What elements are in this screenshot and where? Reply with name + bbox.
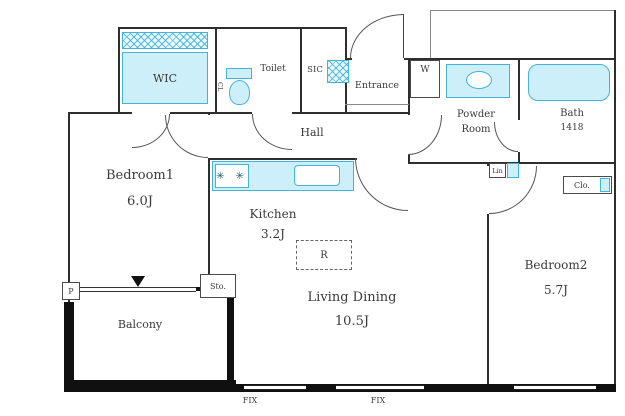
storage-box: [200, 274, 236, 298]
wall: [518, 58, 520, 120]
bedroom1-door-arc: [165, 115, 208, 158]
bedroom1-label: Bedroom1: [105, 167, 175, 183]
powder-room-label-line2: Room: [461, 123, 491, 135]
wic-label: WIC: [152, 71, 178, 85]
fix-window: [244, 385, 306, 390]
wall: [300, 27, 302, 114]
sic-label: SIC: [307, 65, 323, 75]
powder-room-door-arc: [408, 115, 442, 155]
balcony-wall: [64, 380, 236, 392]
toilet-tank: [226, 68, 252, 79]
pipe-space-box: [62, 282, 80, 300]
hall-label: Hall: [300, 125, 324, 139]
wic-area: [122, 52, 208, 104]
fix-window-label-right: FIX: [370, 395, 386, 405]
window: [514, 385, 596, 390]
porch-line: [430, 10, 616, 11]
wall: [292, 112, 410, 114]
wall: [68, 112, 132, 114]
refrigerator-label: R: [320, 249, 328, 261]
toilet-door-arc: [252, 114, 292, 150]
linen-label: Lin: [492, 166, 503, 175]
wall: [518, 152, 520, 164]
fix-window: [336, 385, 424, 390]
wall: [208, 112, 210, 115]
toilet-bowl: [229, 80, 250, 105]
entrance-door-arc: [350, 14, 404, 58]
closet-label: Clo.: [574, 180, 590, 190]
wall: [215, 27, 217, 114]
wall: [68, 112, 70, 304]
storage-label: Sto.: [210, 281, 226, 291]
refrigerator-box: [296, 240, 352, 270]
living-dining-label: Living Dining: [307, 289, 397, 305]
bedroom1-size-label: 6.0J: [127, 193, 153, 209]
entrance-door-leaf: [403, 14, 404, 58]
balcony-wall: [64, 302, 74, 392]
bedroom2-label: Bedroom2: [524, 258, 588, 272]
fix-window-label-left: FIX: [242, 395, 258, 405]
wall: [118, 27, 120, 114]
pipe-shaft-box: [507, 163, 519, 178]
wic-shelf: [122, 32, 208, 49]
wall: [118, 27, 347, 29]
vanity-sink: [466, 71, 492, 89]
sic-shelf: [327, 60, 349, 83]
bath-label: Bath: [560, 108, 584, 119]
living-door-arc: [355, 158, 408, 211]
window: [78, 287, 196, 292]
entrance-step-line: [345, 104, 409, 105]
wall: [208, 158, 210, 290]
toilet-cl-label: CL: [216, 82, 224, 92]
pipe-space-label: P: [68, 286, 74, 296]
washer-box: [410, 60, 440, 98]
linen-box: [489, 163, 506, 178]
closet-box: [563, 176, 612, 194]
closet-shelf: [600, 178, 610, 192]
wall: [208, 158, 357, 160]
wall: [227, 288, 234, 392]
washer-label: W: [420, 65, 430, 75]
kitchen-sink: [294, 165, 340, 186]
wall: [487, 214, 489, 392]
porch-line: [430, 10, 431, 58]
kitchen-size-label: 3.2J: [261, 227, 285, 241]
wall: [408, 155, 410, 164]
toilet-label: Toilet: [260, 63, 286, 74]
balcony-access-marker: [131, 276, 145, 287]
stove-burners-icon: ✳ ✳: [216, 170, 248, 182]
living-dining-size-label: 10.5J: [334, 313, 370, 329]
bath-size-label: 1418: [560, 122, 584, 133]
balcony-label: Balcony: [117, 317, 163, 331]
wall: [408, 58, 410, 115]
stove: [215, 164, 249, 188]
vanity-counter: [446, 64, 510, 98]
kitchen-label: Kitchen: [249, 207, 297, 221]
wall: [487, 162, 489, 166]
bedroom2-size-label: 5.7J: [544, 283, 568, 297]
entrance-label: Entrance: [354, 79, 400, 91]
powder-room-label-line1: Powder: [456, 108, 495, 120]
wall: [345, 58, 352, 60]
bathtub: [528, 64, 610, 101]
wall: [614, 10, 616, 392]
wall: [404, 58, 616, 60]
wall: [170, 112, 252, 114]
